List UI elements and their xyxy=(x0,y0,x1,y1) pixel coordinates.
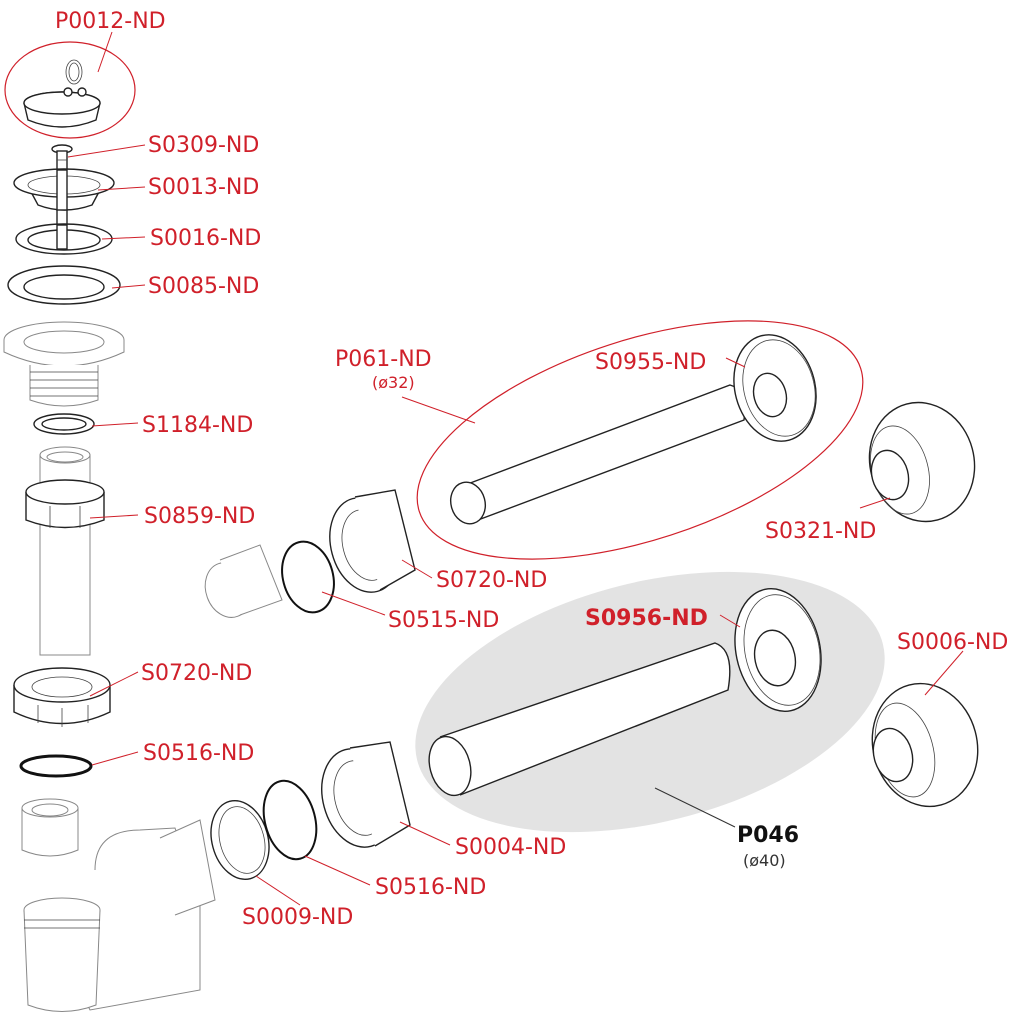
strainer-cup-part xyxy=(13,168,115,211)
leader-s0016 xyxy=(101,236,146,240)
label-s0004-nd: S0004-ND xyxy=(455,835,566,860)
nut-s0859-part xyxy=(25,479,105,529)
trap-body-part xyxy=(23,819,216,1012)
label-p0012-nd: P0012-ND xyxy=(55,9,166,34)
label-s0006-nd: S0006-ND xyxy=(897,630,1008,655)
vertical-tube-part xyxy=(39,446,91,656)
label-s0013-nd: S0013-ND xyxy=(148,175,259,200)
label-s0516-nd-bottom: S0516-ND xyxy=(375,875,486,900)
label-s0009-nd: S0009-ND xyxy=(242,905,353,930)
washer-s0016-part xyxy=(15,223,113,255)
cap-s0006-part xyxy=(871,682,979,808)
label-p046-diameter: (ø40) xyxy=(743,851,786,870)
label-p061-diameter: (ø32) xyxy=(372,373,415,392)
label-s0956-nd: S0956-ND xyxy=(585,606,708,631)
nut-s0720-left-part xyxy=(13,667,111,727)
leader-s0004 xyxy=(399,821,451,846)
label-s0720-nd-mid: S0720-ND xyxy=(436,568,547,593)
p0012-outline xyxy=(4,41,136,139)
plug-stopper-part xyxy=(23,59,101,128)
label-s1184-nd: S1184-ND xyxy=(142,413,253,438)
oring-s0516-left-part xyxy=(19,754,93,778)
leader-s0309 xyxy=(67,144,146,158)
label-s0720-nd-left: S0720-ND xyxy=(141,661,252,686)
label-s0859-nd: S0859-ND xyxy=(144,504,255,529)
nut-s0004-part xyxy=(321,741,411,848)
ring-s0009-inner xyxy=(218,806,266,874)
p061-set-outline xyxy=(416,320,864,560)
outlet-body-part xyxy=(3,321,125,407)
leader-s0006 xyxy=(924,650,964,696)
label-s0516-nd-left: S0516-ND xyxy=(143,741,254,766)
leader-p0012 xyxy=(97,31,113,73)
tube-p046-part xyxy=(428,642,731,797)
adapter-part xyxy=(204,544,283,618)
leader-s0013 xyxy=(97,186,146,191)
label-p061-nd: P061-ND xyxy=(335,347,432,372)
leader-s0720-mid xyxy=(401,559,433,579)
label-s0955-nd: S0955-ND xyxy=(595,350,706,375)
leader-s0009 xyxy=(255,875,301,906)
washer-s1184-part xyxy=(33,413,95,435)
nut-s0720-mid-part xyxy=(329,489,416,593)
label-s0321-nd: S0321-ND xyxy=(765,519,876,544)
leader-s0516-left xyxy=(91,751,139,766)
rosette-s0955-part xyxy=(733,334,817,442)
label-s0309-nd: S0309-ND xyxy=(148,133,259,158)
label-s0515-nd: S0515-ND xyxy=(388,608,499,633)
washer-s0085-part xyxy=(7,265,121,305)
leader-s0085 xyxy=(111,284,146,289)
leader-s0515 xyxy=(321,591,386,616)
leader-p061 xyxy=(401,396,476,424)
leader-s0955 xyxy=(725,357,746,368)
leader-p046 xyxy=(654,787,736,828)
leader-s1184 xyxy=(91,422,139,427)
tube-p061-part xyxy=(450,384,746,525)
leader-s0720-left xyxy=(89,671,139,697)
leader-s0859 xyxy=(89,514,139,519)
oring-s0515-part xyxy=(281,540,335,614)
label-s0085-nd: S0085-ND xyxy=(148,274,259,299)
leader-s0516-bottom xyxy=(304,855,371,886)
oring-s0516-bottom-part xyxy=(262,779,318,861)
label-p046: P046 xyxy=(737,823,799,848)
label-s0016-nd: S0016-ND xyxy=(150,226,261,251)
leader-s0956 xyxy=(719,614,741,628)
leader-s0321 xyxy=(859,497,891,509)
rosette-s0956-part xyxy=(734,588,822,712)
reducer-sleeve-part xyxy=(21,798,79,857)
cap-s0321-part xyxy=(868,401,976,523)
